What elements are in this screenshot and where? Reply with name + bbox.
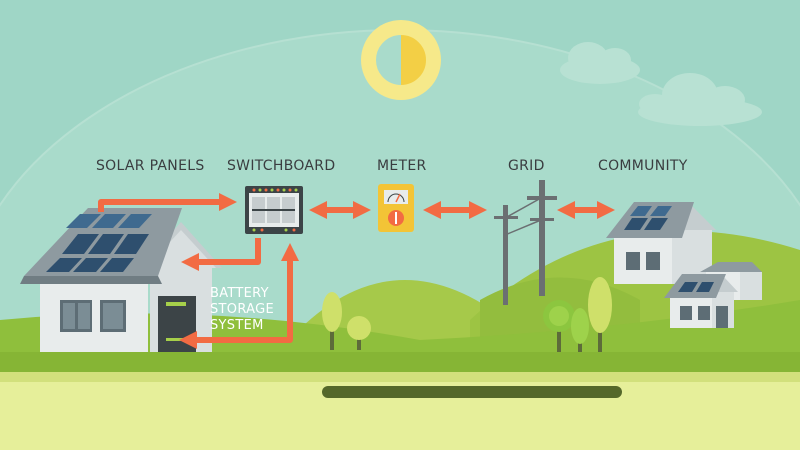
cloud-icon: [638, 73, 762, 126]
tree-icon: [322, 292, 342, 350]
ground: [0, 372, 800, 450]
sun-icon: [361, 20, 441, 100]
power-pole-icon: [494, 180, 557, 305]
ground-shadow: [0, 372, 800, 382]
label-community: COMMUNITY: [598, 158, 688, 174]
meter-icon: [378, 184, 414, 232]
cloud-icon: [560, 42, 640, 84]
tree-icon: [347, 316, 371, 350]
label-switchboard: SWITCHBOARD: [227, 158, 336, 174]
tree-icon: [543, 300, 575, 352]
switchboard-icon: [245, 186, 303, 234]
grass-strip: [0, 352, 800, 374]
battery-label-line: STORAGE: [210, 302, 274, 317]
solar-panel-icon: [46, 214, 152, 272]
tree-icon: [588, 277, 612, 352]
label-grid: GRID: [508, 158, 545, 174]
label-battery-storage-system: BATTERY STORAGE SYSTEM: [210, 286, 274, 334]
tree-icon: [571, 308, 589, 352]
label-meter: METER: [377, 158, 427, 174]
community-house: [606, 202, 716, 284]
energy-flow-arrows: [98, 193, 615, 349]
arrow-solar-to-switchboard: [98, 193, 237, 212]
community-house: [664, 274, 738, 328]
arrow-switchboard-battery: [179, 243, 299, 349]
battery-label-line: SYSTEM: [210, 318, 264, 333]
road-shadow: [322, 386, 622, 398]
label-solar-panels: SOLAR PANELS: [96, 158, 205, 174]
battery-label-line: BATTERY: [210, 286, 269, 301]
